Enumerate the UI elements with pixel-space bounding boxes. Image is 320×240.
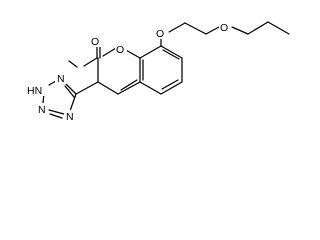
bond <box>267 21 290 35</box>
bond <box>139 45 162 59</box>
atom-carbonyl-oxygen: O <box>91 36 99 48</box>
bond <box>168 22 186 33</box>
bond <box>205 26 220 35</box>
atom-labels: O O O O N N N HN <box>23 21 231 123</box>
bond <box>64 85 75 98</box>
bond <box>49 113 63 119</box>
bond <box>139 81 162 95</box>
atom-tetrazole-n1: N <box>57 73 65 85</box>
bond <box>97 81 119 95</box>
atom-tetrazole-n3: N <box>38 104 46 116</box>
bond <box>68 60 78 68</box>
bond <box>75 81 99 95</box>
atom-tetrazole-n2: N <box>66 111 74 123</box>
bond <box>48 109 65 115</box>
bond <box>120 79 138 91</box>
bond <box>102 47 117 57</box>
bond <box>161 79 179 90</box>
bond <box>48 80 57 86</box>
atom-ether-oxygen-1: O <box>156 28 164 40</box>
atom-ether-oxygen-2: O <box>220 22 228 34</box>
bond <box>162 49 180 60</box>
atom-ring-oxygen: O <box>116 44 124 56</box>
bond <box>231 26 249 35</box>
atom-tetrazole-nh: HN <box>27 85 42 97</box>
bond <box>69 93 77 112</box>
bond <box>160 81 183 95</box>
bond <box>247 21 269 35</box>
bonds <box>42 21 290 119</box>
bond <box>160 45 183 59</box>
bond <box>117 81 141 95</box>
bond <box>184 22 207 35</box>
bond <box>83 57 98 67</box>
structure-diagram: O O O O N N N HN <box>23 21 290 123</box>
